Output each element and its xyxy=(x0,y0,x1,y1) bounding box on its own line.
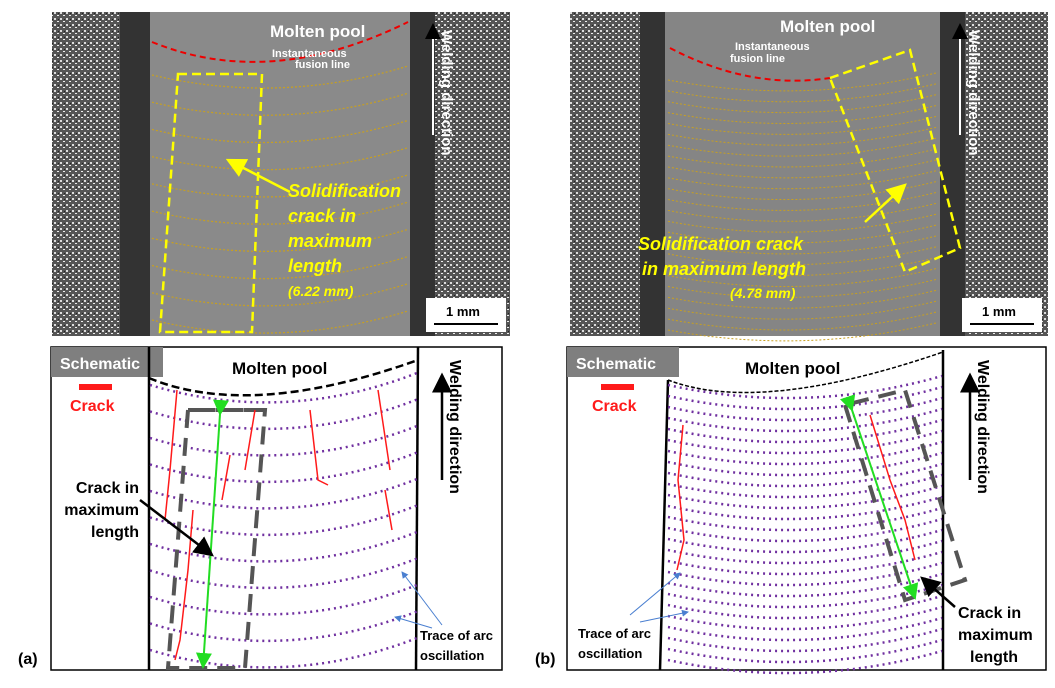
trace-line xyxy=(667,311,939,331)
svg-text:maximum: maximum xyxy=(288,231,372,251)
svg-text:length: length xyxy=(970,649,1018,666)
crack-label: Crack in maximum length xyxy=(958,605,1033,666)
trace-line xyxy=(667,202,939,222)
solidification-ripples xyxy=(151,65,409,334)
svg-text:Welding direction: Welding direction xyxy=(965,30,982,156)
trace-line xyxy=(667,104,939,124)
molten-pool-label: Molten pool xyxy=(270,22,365,41)
trace-line xyxy=(667,137,939,157)
svg-text:Crack in: Crack in xyxy=(958,605,1021,622)
crack-annotation: Solidification crack in maximum length (… xyxy=(288,181,401,299)
trace-line xyxy=(667,374,943,400)
trace-line xyxy=(151,174,409,198)
svg-text:Solidification: Solidification xyxy=(288,181,401,201)
fusion-line xyxy=(669,47,831,82)
svg-text:Instantaneous: Instantaneous xyxy=(272,48,347,60)
crack-box xyxy=(158,72,264,334)
svg-text:in maximum length: in maximum length xyxy=(642,259,806,279)
trace-line xyxy=(667,278,939,298)
trace-line xyxy=(667,169,939,190)
svg-text:Molten pool: Molten pool xyxy=(745,359,840,378)
crack-legend-swatch xyxy=(79,384,112,390)
svg-text:Welding direction: Welding direction xyxy=(438,30,455,156)
svg-text:fusion line: fusion line xyxy=(295,59,350,71)
trace-line xyxy=(667,82,939,103)
svg-text:Trace of arc: Trace of arc xyxy=(578,626,651,641)
svg-text:(4.78 mm): (4.78 mm) xyxy=(730,285,796,301)
svg-text:Instantaneous: Instantaneous xyxy=(735,41,810,53)
trace-line xyxy=(667,605,943,631)
schematic-a: Schematic Crack Molten pool Crack in max… xyxy=(18,346,503,671)
trace-line xyxy=(667,289,939,309)
svg-text:Solidification crack: Solidification crack xyxy=(638,234,804,254)
trace-line xyxy=(151,310,409,334)
trace-line xyxy=(667,649,943,675)
crack-box xyxy=(828,48,962,274)
svg-text:length: length xyxy=(288,256,342,276)
trace-line xyxy=(667,627,943,653)
trace-line xyxy=(667,148,939,168)
svg-text:Welding direction: Welding direction xyxy=(446,360,463,494)
svg-text:Molten pool: Molten pool xyxy=(780,17,875,36)
trace-line xyxy=(667,213,939,233)
svg-text:(6.22 mm): (6.22 mm) xyxy=(288,283,354,299)
trace-line xyxy=(151,255,409,280)
svg-text:oscillation: oscillation xyxy=(420,648,484,663)
trace-line xyxy=(151,283,409,307)
svg-text:Welding direction: Welding direction xyxy=(974,360,991,494)
svg-text:oscillation: oscillation xyxy=(578,646,642,661)
trace-line xyxy=(667,224,939,244)
svg-text:maximum: maximum xyxy=(958,627,1033,644)
trace-line xyxy=(667,616,943,642)
schematic-b: Schematic Crack Molten pool Crack in max… xyxy=(535,346,1047,675)
photo-a: Molten pool Instantaneous fusion line We… xyxy=(52,12,510,336)
trace-line xyxy=(667,72,939,92)
svg-text:length: length xyxy=(91,524,139,541)
trace-line xyxy=(151,201,409,225)
trace-line xyxy=(667,322,939,342)
panel-label: (b) xyxy=(535,651,555,668)
svg-text:Schematic: Schematic xyxy=(576,356,656,373)
trace-line xyxy=(667,158,939,179)
svg-text:1 mm: 1 mm xyxy=(446,304,480,319)
trace-line xyxy=(151,228,409,252)
svg-text:Crack: Crack xyxy=(592,398,637,415)
panel-label: (a) xyxy=(18,651,38,668)
trace-line xyxy=(667,256,939,277)
trace-line xyxy=(667,638,943,664)
svg-text:Crack: Crack xyxy=(70,398,115,415)
welding-direction-indicator: Welding direction xyxy=(952,23,982,156)
svg-text:maximum: maximum xyxy=(64,502,139,519)
svg-text:Trace of arc: Trace of arc xyxy=(420,628,493,643)
scale-bar xyxy=(426,298,506,332)
svg-text:1 mm: 1 mm xyxy=(982,304,1016,319)
svg-text:Molten pool: Molten pool xyxy=(232,359,327,378)
svg-text:fusion line: fusion line xyxy=(730,53,785,65)
photo-b: Molten pool Instantaneous fusion line We… xyxy=(570,12,1048,342)
trace-line xyxy=(667,235,939,255)
svg-text:Schematic: Schematic xyxy=(60,356,140,373)
crack-annotation: Solidification crack in maximum length (… xyxy=(638,234,806,301)
trace-line xyxy=(667,300,939,320)
trace-line xyxy=(667,93,939,114)
svg-text:Crack in: Crack in xyxy=(76,480,139,497)
trace-line xyxy=(667,126,939,146)
crack-label: Crack in maximum length xyxy=(64,480,139,541)
trace-line xyxy=(667,245,939,266)
trace-line xyxy=(151,119,409,144)
fusion-line xyxy=(151,21,409,63)
trace-line xyxy=(151,92,409,116)
trace-line xyxy=(151,147,409,171)
cracks xyxy=(676,414,916,571)
trace-line xyxy=(667,594,943,620)
svg-text:crack in: crack in xyxy=(288,206,356,226)
trace-line xyxy=(667,115,939,135)
scale-bar xyxy=(962,298,1042,332)
trace-line xyxy=(667,267,939,287)
welding-direction-indicator: Welding direction xyxy=(425,23,455,156)
trace-line xyxy=(151,65,409,89)
